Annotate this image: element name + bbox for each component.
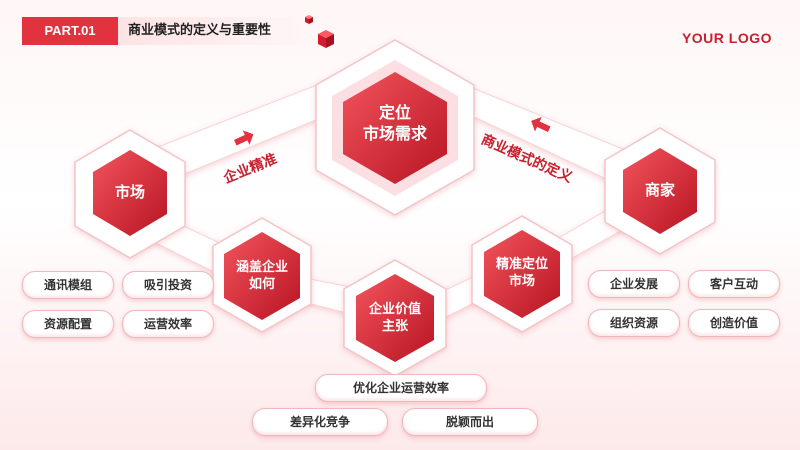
pill-right-2: 客户互动 bbox=[688, 270, 780, 298]
pill-right-4: 创造价值 bbox=[688, 309, 780, 337]
arrow-icon bbox=[234, 130, 254, 146]
pill-left-3: 资源配置 bbox=[22, 310, 114, 338]
logo: YOUR LOGO bbox=[681, 30, 772, 46]
hex-precise bbox=[471, 215, 573, 333]
pill-right-3: 组织资源 bbox=[588, 309, 680, 337]
pill-right-1: 企业发展 bbox=[588, 270, 680, 298]
pill-bottom-1: 优化企业运营效率 bbox=[315, 374, 487, 402]
node-merchant-label: 商家 bbox=[644, 181, 675, 199]
hex-merchant bbox=[604, 127, 716, 255]
page-title: 商业模式的定义与重要性 bbox=[128, 23, 272, 38]
node-value-label: 企业价值 主张 bbox=[368, 302, 421, 334]
pill-left-1: 通讯模组 bbox=[22, 271, 114, 299]
pill-bottom-2: 差异化竞争 bbox=[252, 408, 388, 436]
header-bar bbox=[118, 17, 318, 45]
pill-left-4: 运营效率 bbox=[122, 310, 214, 338]
node-precise-label: 精准定位 市场 bbox=[495, 257, 548, 289]
node-market-label: 市场 bbox=[114, 183, 145, 201]
pill-left-2: 吸引投资 bbox=[122, 271, 214, 299]
arrow-icon bbox=[531, 116, 551, 132]
hex-market bbox=[74, 129, 186, 259]
hex-cover bbox=[212, 217, 312, 333]
pill-bottom-3: 脱颖而出 bbox=[402, 408, 538, 436]
node-cover-label: 涵盖企业 如何 bbox=[235, 260, 288, 292]
node-center-label: 定位 市场需求 bbox=[362, 103, 427, 143]
cube-icon bbox=[318, 30, 334, 48]
hex-center bbox=[315, 39, 475, 216]
hex-value bbox=[343, 259, 447, 377]
part-label: PART.01 bbox=[22, 17, 118, 45]
